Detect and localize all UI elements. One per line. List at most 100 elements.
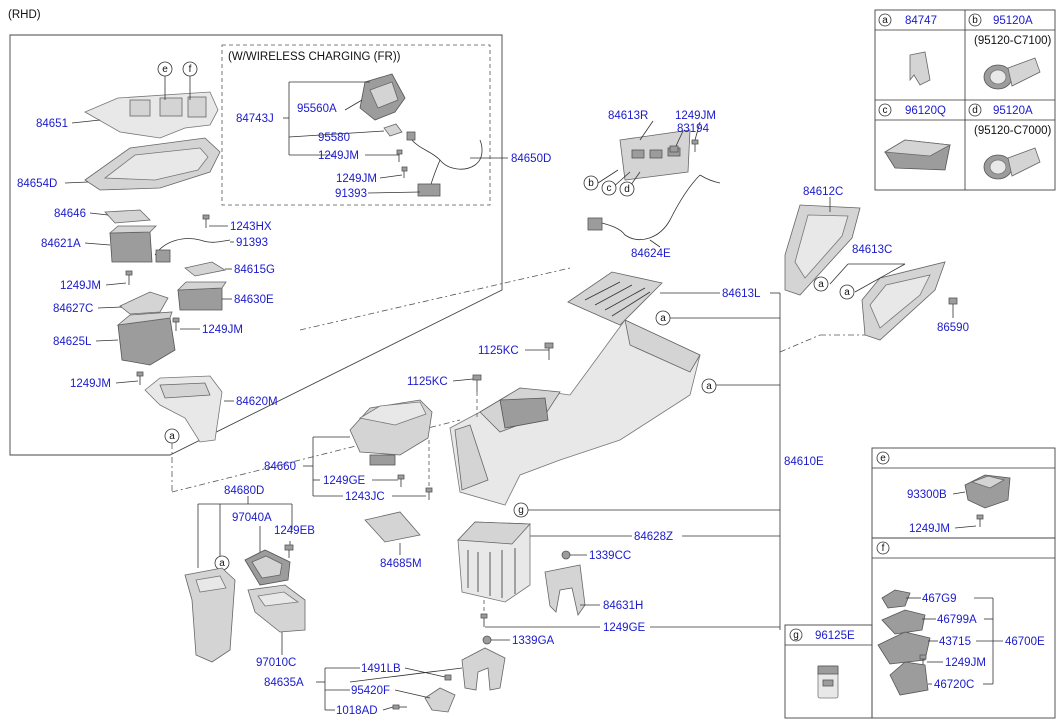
label-84685M[interactable]: 84685M	[380, 558, 422, 570]
svg-text:a: a	[882, 15, 888, 26]
part-95560A-shape[interactable]	[359, 73, 406, 121]
legend-f-assy[interactable]: 46700E	[1005, 636, 1045, 648]
part-84631H-shape[interactable]	[544, 564, 586, 616]
label-95580[interactable]: 95580	[318, 132, 350, 144]
label-84621A[interactable]: 84621A	[41, 238, 81, 250]
label-84627C[interactable]: 84627C	[53, 303, 93, 315]
label-84651[interactable]: 84651	[36, 118, 68, 130]
part-84613C-shape[interactable]	[861, 261, 946, 341]
legend-b-part[interactable]: 95120A	[993, 15, 1033, 27]
label-83194[interactable]: 83194	[677, 123, 710, 135]
label-1249JM-d[interactable]: 1249JM	[318, 150, 359, 162]
legend-c-badge	[878, 103, 892, 117]
part-84685M-shape[interactable]	[364, 511, 421, 543]
label-84654D[interactable]: 84654D	[17, 178, 57, 190]
label-1243JC[interactable]: 1243JC	[345, 491, 385, 503]
legend-f-p4[interactable]: 1249JM	[945, 657, 986, 669]
label-95420F[interactable]: 95420F	[351, 685, 390, 697]
part-84680D-shape[interactable]	[184, 567, 236, 663]
legend-f-p2[interactable]: 46799A	[937, 614, 977, 626]
label-84630E[interactable]: 84630E	[234, 294, 274, 306]
label-1125KC-b[interactable]: 1125KC	[407, 376, 448, 388]
label-84625L[interactable]: 84625L	[53, 336, 92, 348]
label-86590[interactable]: 86590	[937, 322, 969, 334]
part-84625L-shape[interactable]	[116, 311, 176, 366]
svg-text:f: f	[882, 543, 885, 554]
label-1018AD[interactable]: 1018AD	[336, 705, 378, 717]
part-84620M-shape[interactable]	[144, 375, 223, 443]
legend-f-p5[interactable]: 46720C	[934, 679, 974, 691]
part-84621A-shape[interactable]	[108, 225, 157, 263]
label-1491LB[interactable]: 1491LB	[361, 663, 401, 675]
part-84646-shape[interactable]	[104, 209, 151, 224]
part-97040A-shape[interactable]	[244, 549, 291, 586]
part-97010C-shape[interactable]	[247, 584, 306, 633]
label-91393-a[interactable]: 91393	[236, 237, 268, 249]
label-84680D[interactable]: 84680D	[224, 485, 264, 497]
label-84615G[interactable]: 84615G	[234, 264, 275, 276]
part-84628Z-shape[interactable]	[457, 521, 531, 603]
screw-icon	[976, 514, 984, 520]
label-1339GA[interactable]: 1339GA	[512, 635, 555, 647]
label-1249JM-b[interactable]: 1249JM	[70, 378, 111, 390]
upper-panel-frame	[9, 34, 503, 456]
part-84627C-shape[interactable]	[119, 291, 169, 315]
label-84628Z[interactable]: 84628Z	[634, 531, 673, 543]
callout-d	[619, 181, 635, 197]
legend-d-part[interactable]: 95120A	[993, 105, 1033, 117]
label-1249JM-e[interactable]: 1249JM	[336, 173, 377, 185]
part-84651-shape[interactable]	[84, 91, 219, 139]
label-84660[interactable]: 84660	[264, 461, 296, 473]
part-95420F-shape[interactable]	[424, 687, 456, 713]
label-1249JM-f[interactable]: 1249JM	[675, 110, 716, 122]
label-84613R[interactable]: 84613R	[608, 110, 648, 122]
part-84612C-shape[interactable]	[784, 204, 861, 296]
label-84613C[interactable]: 84613C	[852, 244, 892, 256]
legend-f-p3[interactable]: 43715	[939, 636, 971, 648]
part-84654D-shape[interactable]	[84, 137, 221, 191]
legend-e-part1[interactable]: 93300B	[907, 489, 947, 501]
label-84646[interactable]: 84646	[54, 208, 86, 220]
legend-e-part2[interactable]: 1249JM	[909, 523, 950, 535]
legend-c-part[interactable]: 96120Q	[905, 105, 946, 117]
legend-a-part[interactable]: 84747	[905, 15, 937, 27]
label-1249JM-a[interactable]: 1249JM	[60, 280, 101, 292]
label-97010C[interactable]: 97010C	[256, 657, 296, 669]
label-84610E[interactable]: 84610E	[784, 456, 824, 468]
label-1249GE-b[interactable]: 1249GE	[603, 622, 646, 634]
label-84612C[interactable]: 84612C	[803, 186, 843, 198]
label-84613L[interactable]: 84613L	[722, 288, 761, 300]
harness-84624E-shape	[587, 174, 721, 240]
label-84635A[interactable]: 84635A	[264, 677, 304, 689]
label-95560A[interactable]: 95560A	[297, 103, 337, 115]
boot-46799A-image	[881, 609, 926, 635]
label-1125KC-a[interactable]: 1125KC	[478, 345, 519, 357]
part-95580-shape[interactable]	[383, 123, 403, 137]
label-84650D[interactable]: 84650D	[511, 153, 551, 165]
screw-icon	[397, 474, 405, 480]
clip-86590	[948, 297, 958, 305]
screw-icon	[691, 139, 699, 145]
label-91393-b[interactable]: 91393	[335, 188, 367, 200]
legend-g-part[interactable]: 96125E	[815, 630, 855, 642]
callout-g	[513, 502, 529, 518]
label-1249JM-c[interactable]: 1249JM	[202, 324, 243, 336]
label-97040A[interactable]: 97040A	[232, 512, 272, 524]
label-1249EB[interactable]: 1249EB	[274, 525, 315, 537]
label-84624E[interactable]: 84624E	[631, 248, 671, 260]
part-84613R-shape[interactable]	[619, 129, 691, 181]
part-84615G-shape[interactable]	[184, 261, 227, 277]
part-84610E-shape[interactable]	[449, 319, 701, 506]
part-84635A-shape[interactable]	[461, 647, 506, 691]
label-84620M[interactable]: 84620M	[236, 396, 278, 408]
label-1339CC[interactable]: 1339CC	[589, 550, 631, 562]
dash-link	[299, 267, 571, 331]
part-84660-shape[interactable]	[349, 399, 433, 466]
part-84630E-shape[interactable]	[176, 281, 227, 311]
label-84743J[interactable]: 84743J	[236, 113, 274, 125]
part-84613L-shape[interactable]	[567, 271, 663, 326]
label-84631H[interactable]: 84631H	[603, 600, 643, 612]
label-1249GE-a[interactable]: 1249GE	[323, 475, 366, 487]
label-1243HX[interactable]: 1243HX	[230, 221, 272, 233]
legend-f-p1[interactable]: 467G9	[922, 593, 957, 605]
